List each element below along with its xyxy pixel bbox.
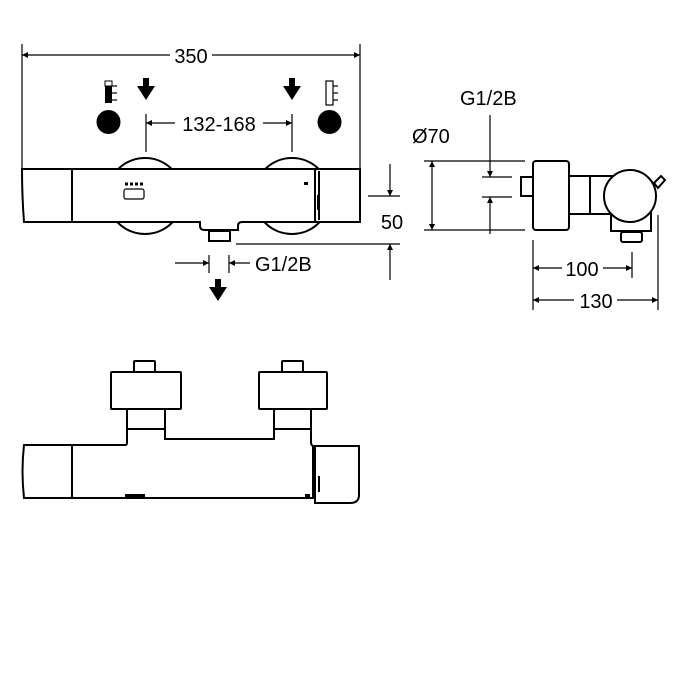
- side-view: Ø70 G1/2B 100 130: [412, 88, 667, 313]
- end-cap: [314, 445, 360, 504]
- outlet-fitting: [620, 231, 643, 243]
- mixer-body: [20, 168, 361, 231]
- dim-inlet-spacing: 132-168: [182, 114, 255, 136]
- dim-outlet-thread: G1/2B: [255, 254, 312, 276]
- inlet-disc: [258, 371, 328, 410]
- dim-outlet-depth: 100: [565, 259, 598, 281]
- dim-diameter: Ø70: [412, 126, 450, 148]
- inlet-nub: [520, 176, 534, 197]
- dim-height: 50: [381, 212, 403, 234]
- dim-inlet-thread: G1/2B: [460, 88, 517, 110]
- inlet-arrow-icon: [283, 78, 301, 100]
- inlet-arrow-icon: [137, 78, 155, 100]
- dim-overall-width: 350: [174, 46, 207, 68]
- top-view: [21, 360, 360, 504]
- button-icon: [123, 188, 145, 200]
- outlet-arrow-icon: [209, 279, 227, 301]
- thermometer-hot-icon: [317, 80, 342, 134]
- inlet-disc: [110, 371, 182, 410]
- dim-overall-depth: 130: [579, 291, 612, 313]
- inlet-disc: [532, 160, 570, 231]
- outlet-fitting: [208, 230, 231, 242]
- mixer-body-top: [21, 407, 314, 499]
- control-knob: [603, 169, 657, 223]
- front-view: 350 132-168: [20, 44, 403, 301]
- thermometer-cold-icon: [96, 80, 121, 134]
